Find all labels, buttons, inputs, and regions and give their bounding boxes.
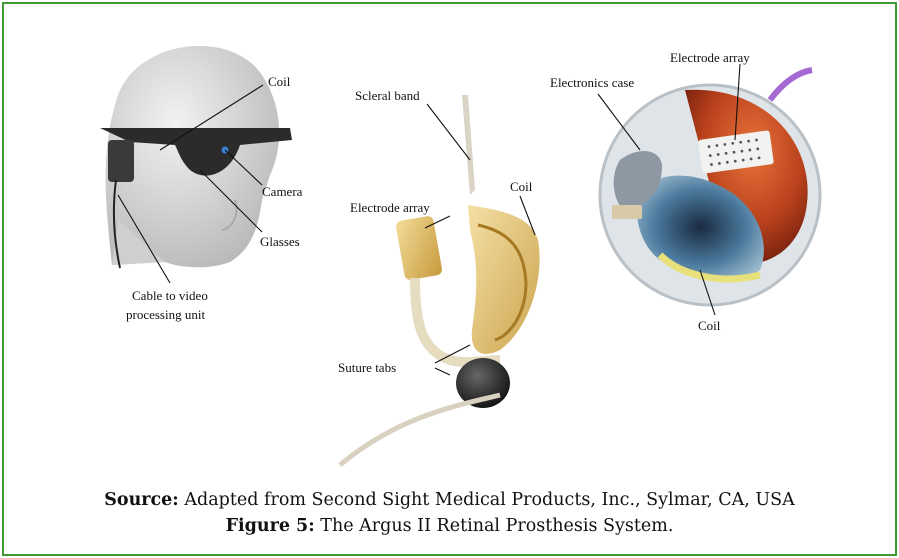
label-suture-tabs: Suture tabs	[338, 360, 396, 375]
label-coil-implant: Coil	[510, 179, 533, 194]
label-camera: Camera	[262, 184, 303, 199]
label-electrode-array-implant: Electrode array	[350, 200, 430, 215]
label-cable-line2: processing unit	[126, 307, 205, 322]
figure-caption: Figure 5: The Argus II Retinal Prosthesi…	[0, 516, 899, 536]
label-cable: Cable to video	[132, 288, 208, 303]
caption-text: The Argus II Retinal Prosthesis System.	[320, 516, 673, 536]
caption-label: Figure 5:	[226, 516, 315, 536]
label-coil-glasses: Coil	[268, 74, 291, 89]
label-scleral-band: Scleral band	[355, 88, 420, 103]
label-electrode-array-eye: Electrode array	[670, 50, 750, 65]
figure-source: Source: Adapted from Second Sight Medica…	[0, 490, 899, 510]
label-coil-eye: Coil	[698, 318, 721, 333]
figure-illustration: Coil Camera Glasses Cable to video proce…	[0, 0, 899, 480]
label-glasses: Glasses	[260, 234, 300, 249]
eye-illustration	[598, 64, 820, 315]
label-electronics-case: Electronics case	[550, 75, 634, 90]
source-text: Adapted from Second Sight Medical Produc…	[184, 490, 794, 510]
source-label: Source:	[104, 490, 179, 510]
implant-illustration	[340, 95, 540, 465]
